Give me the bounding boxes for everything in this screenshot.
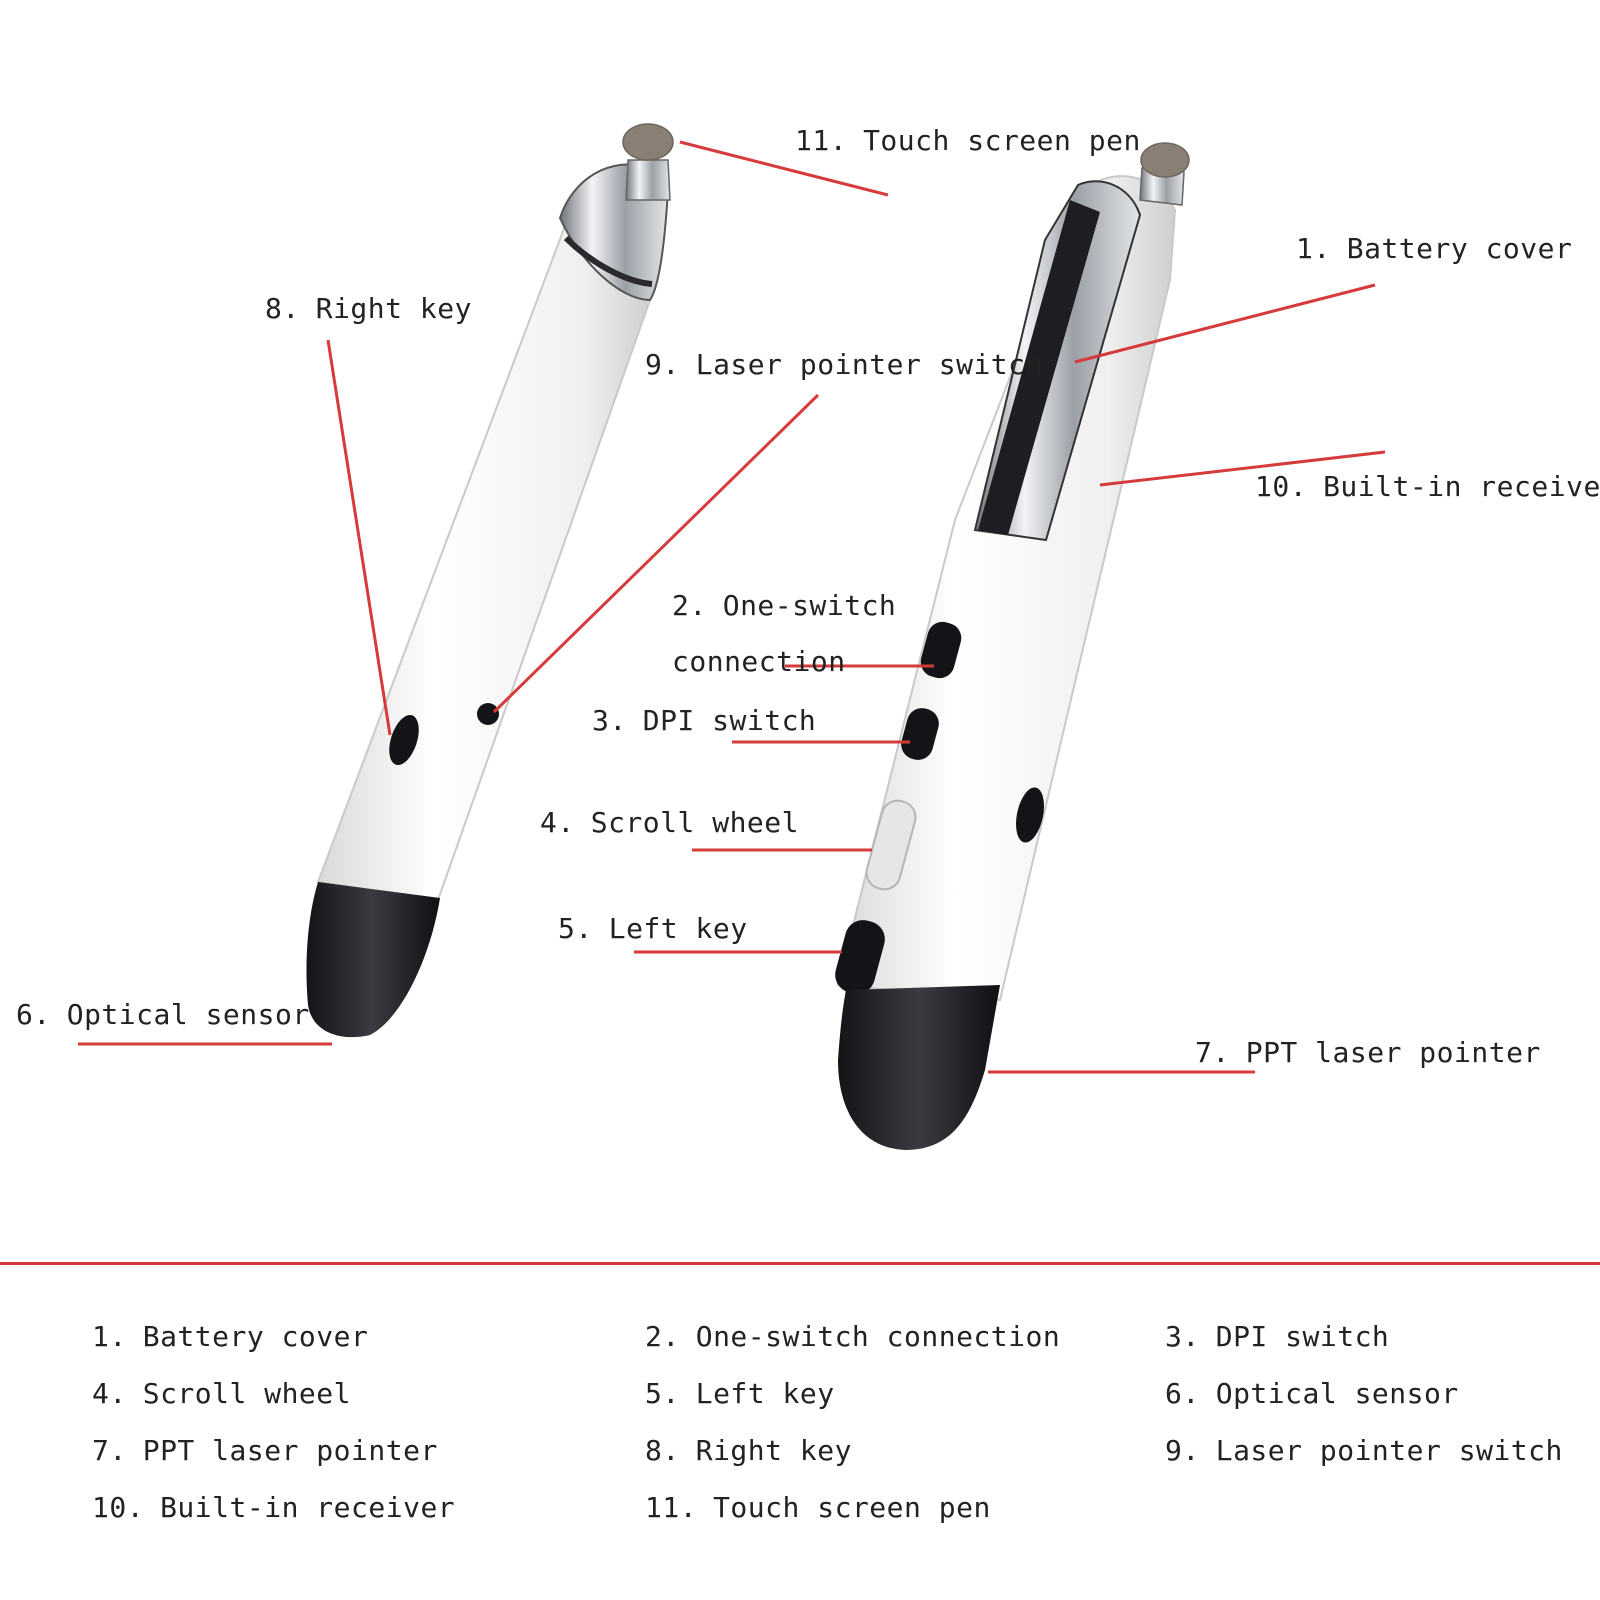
legend-label: Laser pointer switch xyxy=(1215,1434,1563,1467)
legend-label: Scroll wheel xyxy=(142,1377,352,1410)
callout-label: Laser pointer switch xyxy=(695,348,1043,381)
callout-laser-pointer-switch: 9. Laser pointer switch xyxy=(645,348,1043,381)
legend-item: 2. One-switch connection xyxy=(645,1320,1060,1353)
callout-label: Left key xyxy=(608,912,748,945)
callout-number: 6. xyxy=(16,998,51,1031)
legend: 1.Battery cover 2.One-switch connection … xyxy=(0,1320,1600,1580)
callout-optical-sensor: 6. Optical sensor xyxy=(16,998,310,1031)
pen-right-left-key xyxy=(835,920,885,994)
callout-label: Right key xyxy=(315,292,472,325)
callout-right-key: 8. Right key xyxy=(265,292,472,325)
callout-number: 3. xyxy=(592,704,627,737)
legend-number: 11. xyxy=(645,1491,698,1524)
legend-label: Built-in receiver xyxy=(160,1491,456,1524)
pen-right-dpi-button xyxy=(901,708,939,760)
legend-item: 10. Built-in receiver xyxy=(92,1491,455,1524)
callout-label: Touch screen pen xyxy=(863,124,1141,157)
legend-number: 6. xyxy=(1165,1377,1200,1410)
legend-label: Left key xyxy=(695,1377,835,1410)
pen-illustration xyxy=(78,123,1386,1150)
callout-number: 11. xyxy=(795,124,848,157)
legend-label: Touch screen pen xyxy=(713,1491,991,1524)
legend-number: 5. xyxy=(645,1377,680,1410)
callout-built-in-receiver: 10. Built-in receiver xyxy=(1255,470,1600,503)
legend-number: 3. xyxy=(1165,1320,1200,1353)
pen-right-laser-cap xyxy=(838,985,1000,1150)
pen-right-dark-strip xyxy=(978,200,1100,535)
leader-lines xyxy=(78,140,1386,1074)
pen-right-scroll-wheel xyxy=(865,799,917,891)
pen-right-one-switch-button xyxy=(920,621,962,679)
legend-item: 4. Scroll wheel xyxy=(92,1377,351,1410)
pen-left-stylus-tip xyxy=(622,123,674,161)
callout-label: PPT laser pointer xyxy=(1245,1036,1541,1069)
callout-left-key: 5. Left key xyxy=(558,912,748,945)
callout-battery-cover: 1. Battery cover xyxy=(1296,232,1572,265)
callout-number: 5. xyxy=(558,912,593,945)
callout-label: Built-in receiver xyxy=(1323,470,1600,503)
callout-scroll-wheel: 4. Scroll wheel xyxy=(540,806,799,839)
legend-item: 11. Touch screen pen xyxy=(645,1491,991,1524)
legend-item: 7. PPT laser pointer xyxy=(92,1434,438,1467)
pen-left xyxy=(306,123,674,1038)
leader-line-right-key xyxy=(326,339,392,736)
pen-right-side-button xyxy=(1016,787,1044,843)
legend-number: 7. xyxy=(92,1434,127,1467)
callout-label-line-2: connection xyxy=(672,645,846,678)
leader-line-laser-pointer-switch xyxy=(492,393,820,714)
leader-line-built-in-receiver xyxy=(1099,450,1386,487)
callout-dpi-switch: 3. DPI switch xyxy=(592,704,816,737)
callout-number: 9. xyxy=(645,348,680,381)
legend-label: Right key xyxy=(695,1434,852,1467)
legend-item: 6. Optical sensor xyxy=(1165,1377,1459,1410)
callout-touch-screen-pen: 11. Touch screen pen xyxy=(795,124,1141,157)
legend-label: Battery cover xyxy=(142,1320,369,1353)
pen-left-right-key xyxy=(389,714,419,766)
callout-label: Battery cover xyxy=(1346,232,1573,265)
section-divider xyxy=(0,1262,1600,1265)
legend-label: Optical sensor xyxy=(1215,1377,1459,1410)
pen-left-stylus-shaft xyxy=(625,159,671,201)
legend-item: 5. Left key xyxy=(645,1377,835,1410)
legend-number: 1. xyxy=(92,1320,127,1353)
pen-right xyxy=(835,142,1190,1150)
legend-item: 1. Battery cover xyxy=(92,1320,368,1353)
callout-number: 4. xyxy=(540,806,575,839)
callout-number: 10. xyxy=(1255,470,1308,503)
callout-number: 2. xyxy=(672,589,707,622)
legend-item: 3. DPI switch xyxy=(1165,1320,1389,1353)
legend-item: 8. Right key xyxy=(645,1434,852,1467)
legend-number: 10. xyxy=(92,1491,145,1524)
callout-label: DPI switch xyxy=(642,704,817,737)
legend-label: PPT laser pointer xyxy=(142,1434,438,1467)
pen-left-sensor-cap xyxy=(306,882,440,1038)
legend-number: 9. xyxy=(1165,1434,1200,1467)
callout-number: 1. xyxy=(1296,232,1331,265)
callout-ppt-laser-pointer: 7. PPT laser pointer xyxy=(1195,1036,1541,1069)
pen-left-laser-switch xyxy=(477,703,499,725)
callout-number: 8. xyxy=(265,292,300,325)
leader-line-battery-cover xyxy=(1074,283,1376,364)
legend-number: 8. xyxy=(645,1434,680,1467)
callout-number: 7. xyxy=(1195,1036,1230,1069)
legend-number: 2. xyxy=(645,1320,680,1353)
legend-label: DPI switch xyxy=(1215,1320,1390,1353)
callout-label: Scroll wheel xyxy=(590,806,800,839)
legend-number: 4. xyxy=(92,1377,127,1410)
legend-item: 9. Laser pointer switch xyxy=(1165,1434,1563,1467)
pen-left-collar-ring xyxy=(563,235,653,287)
callout-label: One-switch xyxy=(722,589,897,622)
legend-label: One-switch connection xyxy=(695,1320,1061,1353)
pen-right-stylus-tip xyxy=(1140,142,1190,178)
callout-label: Optical sensor xyxy=(66,998,310,1031)
callout-one-switch-connection: 2. One-switch connection xyxy=(672,578,896,690)
leader-line-touch-screen-pen xyxy=(679,140,889,197)
